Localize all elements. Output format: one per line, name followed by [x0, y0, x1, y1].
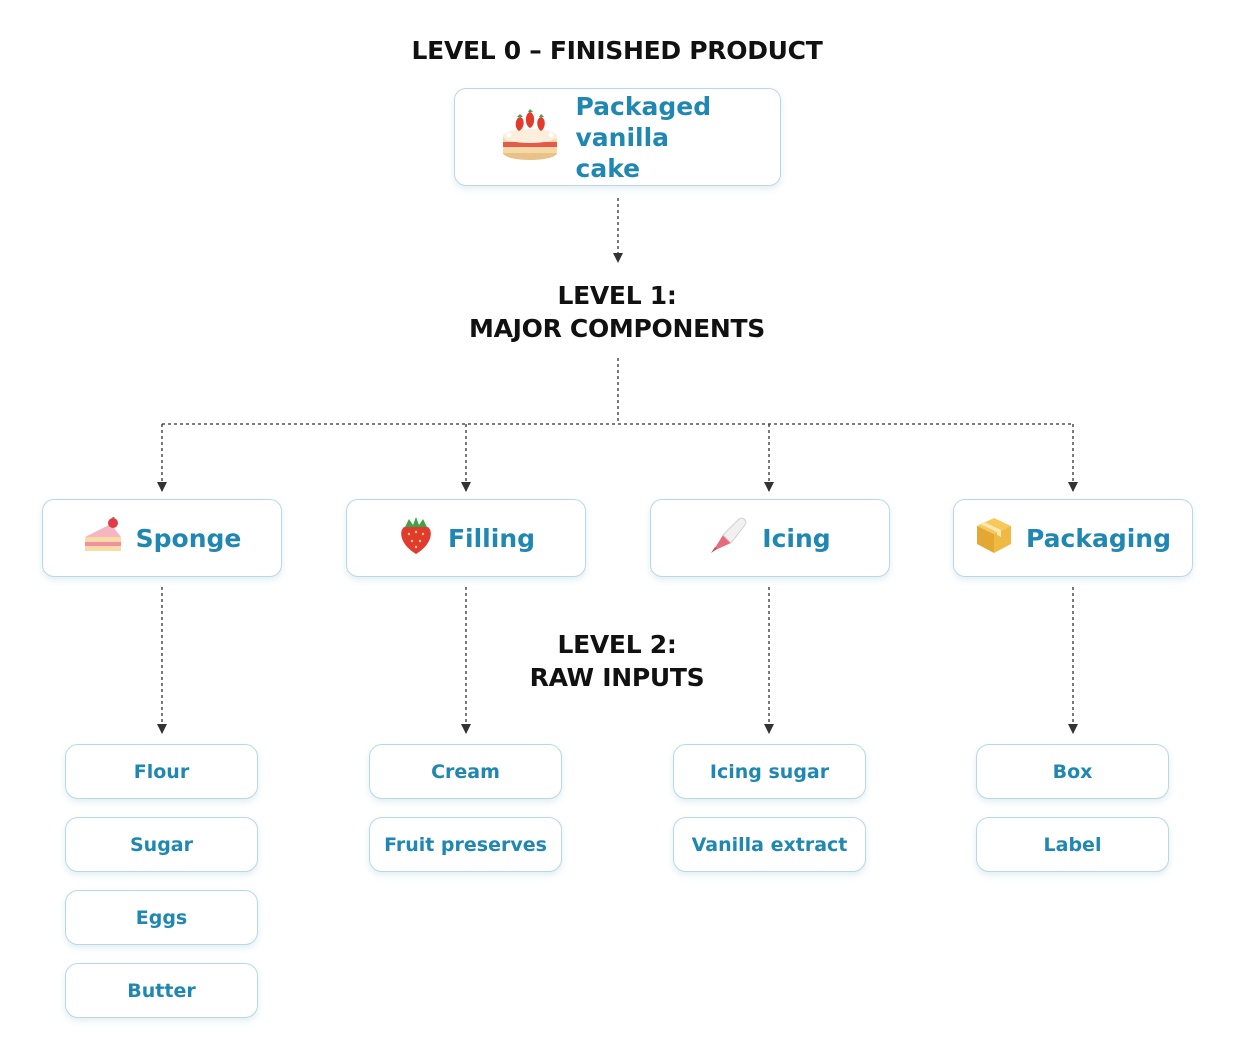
component-card-icing: Icing	[650, 499, 890, 577]
input-card-butter: Butter	[65, 963, 258, 1018]
piping-bag-icon	[709, 515, 749, 561]
input-card-fruit-preserves: Fruit preserves	[369, 817, 562, 872]
package-box-icon	[975, 516, 1013, 560]
input-label-sugar: Sugar	[129, 833, 193, 856]
input-label-eggs: Eggs	[135, 906, 188, 929]
input-label-vanilla-extract: Vanilla extract	[691, 833, 848, 856]
cake-icon	[500, 106, 560, 169]
strawberry-icon	[397, 515, 435, 561]
input-label-label: Label	[1043, 833, 1102, 856]
component-card-sponge: Sponge	[42, 499, 282, 577]
root-product-card: Packaged vanilla cake	[454, 88, 781, 186]
level1-heading: LEVEL 1: MAJOR COMPONENTS	[417, 279, 817, 345]
component-label-packaging: Packaging	[1026, 523, 1171, 553]
component-card-filling: Filling	[346, 499, 586, 577]
input-card-label: Label	[976, 817, 1169, 872]
component-label-icing: Icing	[762, 523, 831, 553]
input-card-eggs: Eggs	[65, 890, 258, 945]
input-card-cream: Cream	[369, 744, 562, 799]
level1-heading-line2: MAJOR COMPONENTS	[469, 314, 765, 343]
input-card-vanilla-extract: Vanilla extract	[673, 817, 866, 872]
input-card-box: Box	[976, 744, 1169, 799]
level2-heading-line2: RAW INPUTS	[529, 663, 705, 692]
level0-heading-text: LEVEL 0 – FINISHED PRODUCT	[411, 36, 823, 65]
input-label-butter: Butter	[127, 979, 196, 1002]
level2-heading-line1: LEVEL 2:	[557, 630, 677, 659]
root-product-label: Packaged vanilla cake	[575, 91, 712, 183]
input-label-flour: Flour	[133, 760, 190, 783]
input-label-fruit-preserves: Fruit preserves	[384, 833, 547, 856]
input-label-box: Box	[1052, 760, 1093, 783]
input-card-icing-sugar: Icing sugar	[673, 744, 866, 799]
input-card-sugar: Sugar	[65, 817, 258, 872]
input-label-cream: Cream	[431, 760, 500, 783]
input-card-flour: Flour	[65, 744, 258, 799]
component-label-filling: Filling	[447, 523, 536, 553]
component-card-packaging: Packaging	[953, 499, 1193, 577]
level1-heading-line1: LEVEL 1:	[557, 281, 677, 310]
level2-heading: LEVEL 2: RAW INPUTS	[467, 628, 767, 694]
level0-heading: LEVEL 0 – FINISHED PRODUCT	[367, 34, 867, 67]
cake-slice-icon	[83, 514, 123, 559]
input-label-icing-sugar: Icing sugar	[709, 760, 830, 783]
component-label-sponge: Sponge	[135, 523, 242, 553]
